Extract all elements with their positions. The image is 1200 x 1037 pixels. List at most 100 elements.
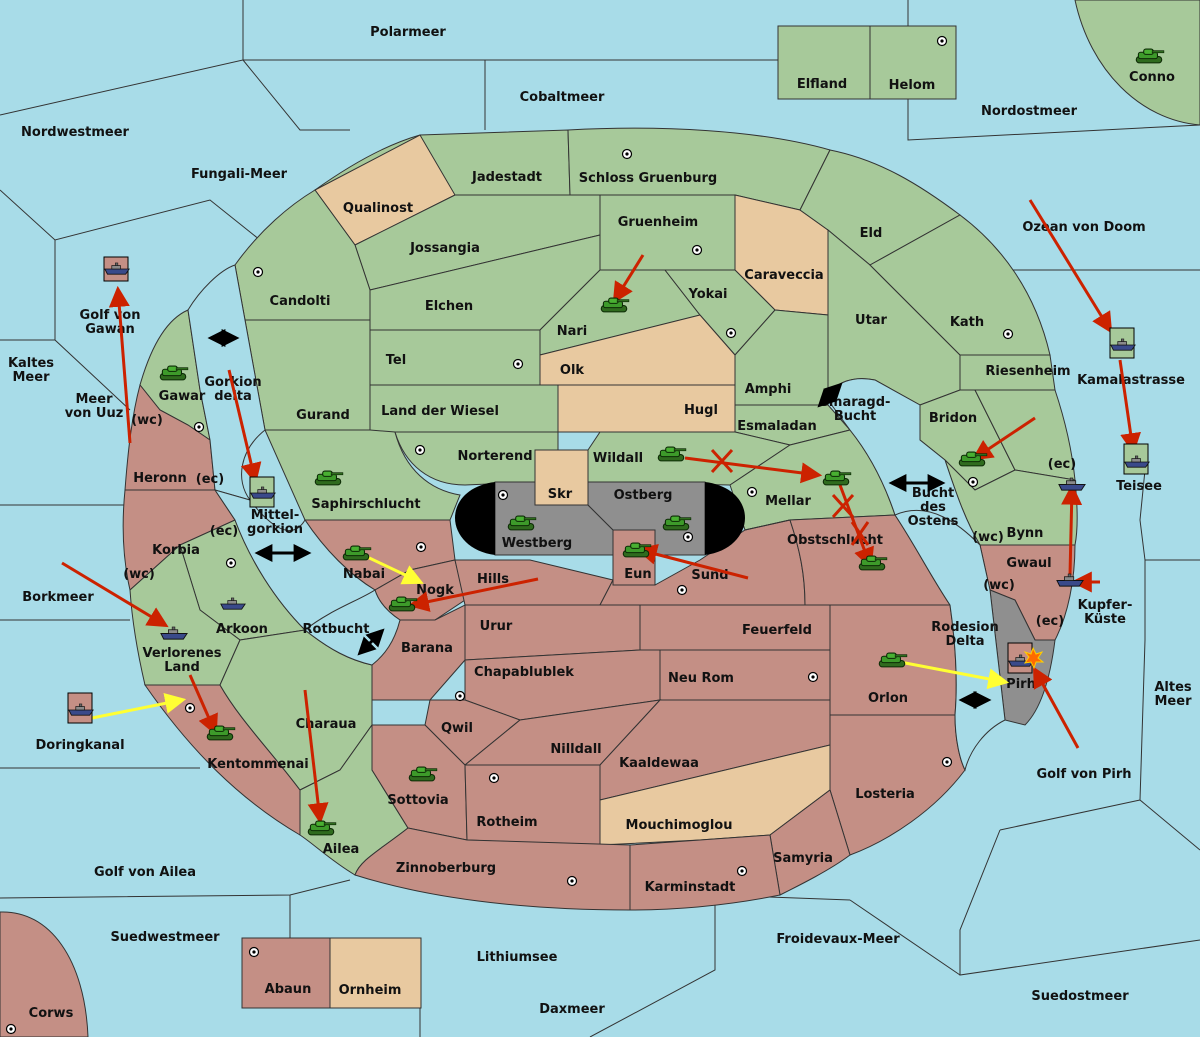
- label-gruenheim: Gruenheim: [618, 215, 698, 230]
- label-ozean: Ozean von Doom: [1022, 220, 1145, 235]
- label-feuerfeld: Feuerfeld: [742, 623, 812, 638]
- territory-verlorenes-land[interactable]: [129, 544, 241, 686]
- label-westberg: Westberg: [502, 536, 572, 551]
- supply-center-dot: [729, 331, 733, 335]
- supply-center-dot: [940, 39, 944, 43]
- territory-rotheim[interactable]: [464, 764, 601, 846]
- label-kaaldewaa: Kaaldewaa: [619, 756, 699, 771]
- impassable-west-cap: [455, 482, 495, 555]
- supply-center-dot: [256, 270, 260, 274]
- supply-center-dot: [419, 545, 423, 549]
- territory-elfland[interactable]: [777, 25, 871, 100]
- label-mellar: Mellar: [765, 494, 811, 509]
- territory-gruenheim[interactable]: [599, 194, 736, 271]
- label-suedostmeer: Suedostmeer: [1031, 989, 1129, 1004]
- label-riesenheim: Riesenheim: [985, 364, 1070, 379]
- label-ornheim: Ornheim: [339, 983, 402, 998]
- double-arrow-icon: [207, 329, 992, 709]
- label-helom: Helom: [889, 78, 936, 93]
- label-qualinost: Qualinost: [343, 201, 413, 216]
- label-caraveccia: Caraveccia: [744, 268, 823, 283]
- label-fungali: Fungali-Meer: [191, 167, 288, 182]
- label-schloss: Schloss Gruenburg: [579, 171, 717, 186]
- supply-center-dot: [501, 493, 505, 497]
- label-wc: (wc): [123, 567, 155, 582]
- territory-ornheim[interactable]: [329, 937, 422, 1009]
- label-nari: Nari: [557, 324, 588, 339]
- label-ec: (ec): [210, 524, 238, 539]
- sea-smaragd-bucht[interactable]: [827, 378, 982, 546]
- label-kamalastrasse: Kamalastrasse: [1077, 373, 1185, 388]
- label-golf_ailea: Golf von Ailea: [94, 865, 196, 880]
- label-froidevaux: Froidevaux-Meer: [776, 932, 900, 947]
- label-doringkanal: Doringkanal: [35, 738, 124, 753]
- label-gurand: Gurand: [296, 408, 350, 423]
- label-losteria: Losteria: [855, 787, 915, 802]
- explosion-icon: [1023, 646, 1045, 670]
- supply-center-dot: [516, 362, 520, 366]
- label-sottovia: Sottovia: [387, 793, 448, 808]
- label-karminstadt: Karminstadt: [645, 880, 736, 895]
- label-ec: (ec): [1048, 457, 1076, 472]
- label-rotheim: Rotheim: [476, 815, 537, 830]
- territory-kath[interactable]: [869, 214, 1051, 356]
- label-zinnoberburg: Zinnoberburg: [396, 861, 496, 876]
- label-kath: Kath: [950, 315, 984, 330]
- label-urur: Urur: [480, 619, 513, 634]
- label-bridon: Bridon: [929, 411, 977, 426]
- label-borkmeer: Borkmeer: [22, 590, 94, 605]
- supply-center-dot: [945, 760, 949, 764]
- supply-center-dot: [418, 448, 422, 452]
- label-gawar: Gawar: [159, 389, 206, 404]
- label-neu_rom: Neu Rom: [668, 671, 734, 686]
- territory-zinnoberburg[interactable]: [354, 827, 631, 911]
- supply-center-dot: [1006, 332, 1010, 336]
- label-pirh: Pirh: [1006, 677, 1036, 692]
- label-suedwestmeer: Suedwestmeer: [110, 930, 220, 945]
- label-eld: Eld: [860, 226, 883, 241]
- label-barana: Barana: [401, 641, 453, 656]
- supply-center-dot: [750, 490, 754, 494]
- label-wc: (wc): [131, 413, 163, 428]
- label-bynn: Bynn: [1007, 526, 1044, 541]
- label-conno: Conno: [1129, 70, 1175, 85]
- label-cobaltmeer: Cobaltmeer: [520, 90, 605, 105]
- label-wc: (wc): [983, 578, 1015, 593]
- label-yokai: Yokai: [687, 287, 727, 302]
- supply-center-dot: [695, 248, 699, 252]
- label-hills: Hills: [477, 572, 509, 587]
- label-elchen: Elchen: [425, 299, 473, 314]
- territory-samyria[interactable]: [769, 789, 851, 896]
- label-chapablublek: Chapablublek: [474, 665, 574, 680]
- label-gwaul: Gwaul: [1006, 556, 1051, 571]
- label-orlon: Orlon: [868, 691, 908, 706]
- label-daxmeer: Daxmeer: [539, 1002, 605, 1017]
- territory-skr[interactable]: [534, 449, 589, 506]
- label-corws: Corws: [29, 1006, 74, 1021]
- supply-center-dot: [680, 588, 684, 592]
- label-golf_pirh: Golf von Pirh: [1036, 767, 1131, 782]
- label-nordwestmeer: Nordwestmeer: [21, 125, 129, 140]
- supply-center-dot: [971, 480, 975, 484]
- label-eun: Eun: [624, 567, 651, 582]
- territory-karminstadt[interactable]: [629, 834, 781, 911]
- label-korbia: Korbia: [152, 543, 200, 558]
- label-ec: (ec): [1036, 614, 1064, 629]
- supply-center-dot: [458, 694, 462, 698]
- label-land_wiesel: Land der Wiesel: [381, 404, 499, 419]
- label-nogk: Nogk: [416, 583, 454, 598]
- label-saphirschlucht: Saphirschlucht: [311, 497, 420, 512]
- label-wildall: Wildall: [593, 451, 643, 466]
- label-nordostmeer: Nordostmeer: [981, 104, 1078, 119]
- label-utar: Utar: [855, 313, 888, 328]
- label-obstschlucht: Obstschlucht: [787, 533, 883, 548]
- label-nilldall: Nilldall: [550, 742, 601, 757]
- label-jadestadt: Jadestadt: [471, 170, 542, 185]
- supply-center-dot: [9, 1027, 13, 1031]
- label-mouchimoglou: Mouchimoglou: [626, 818, 733, 833]
